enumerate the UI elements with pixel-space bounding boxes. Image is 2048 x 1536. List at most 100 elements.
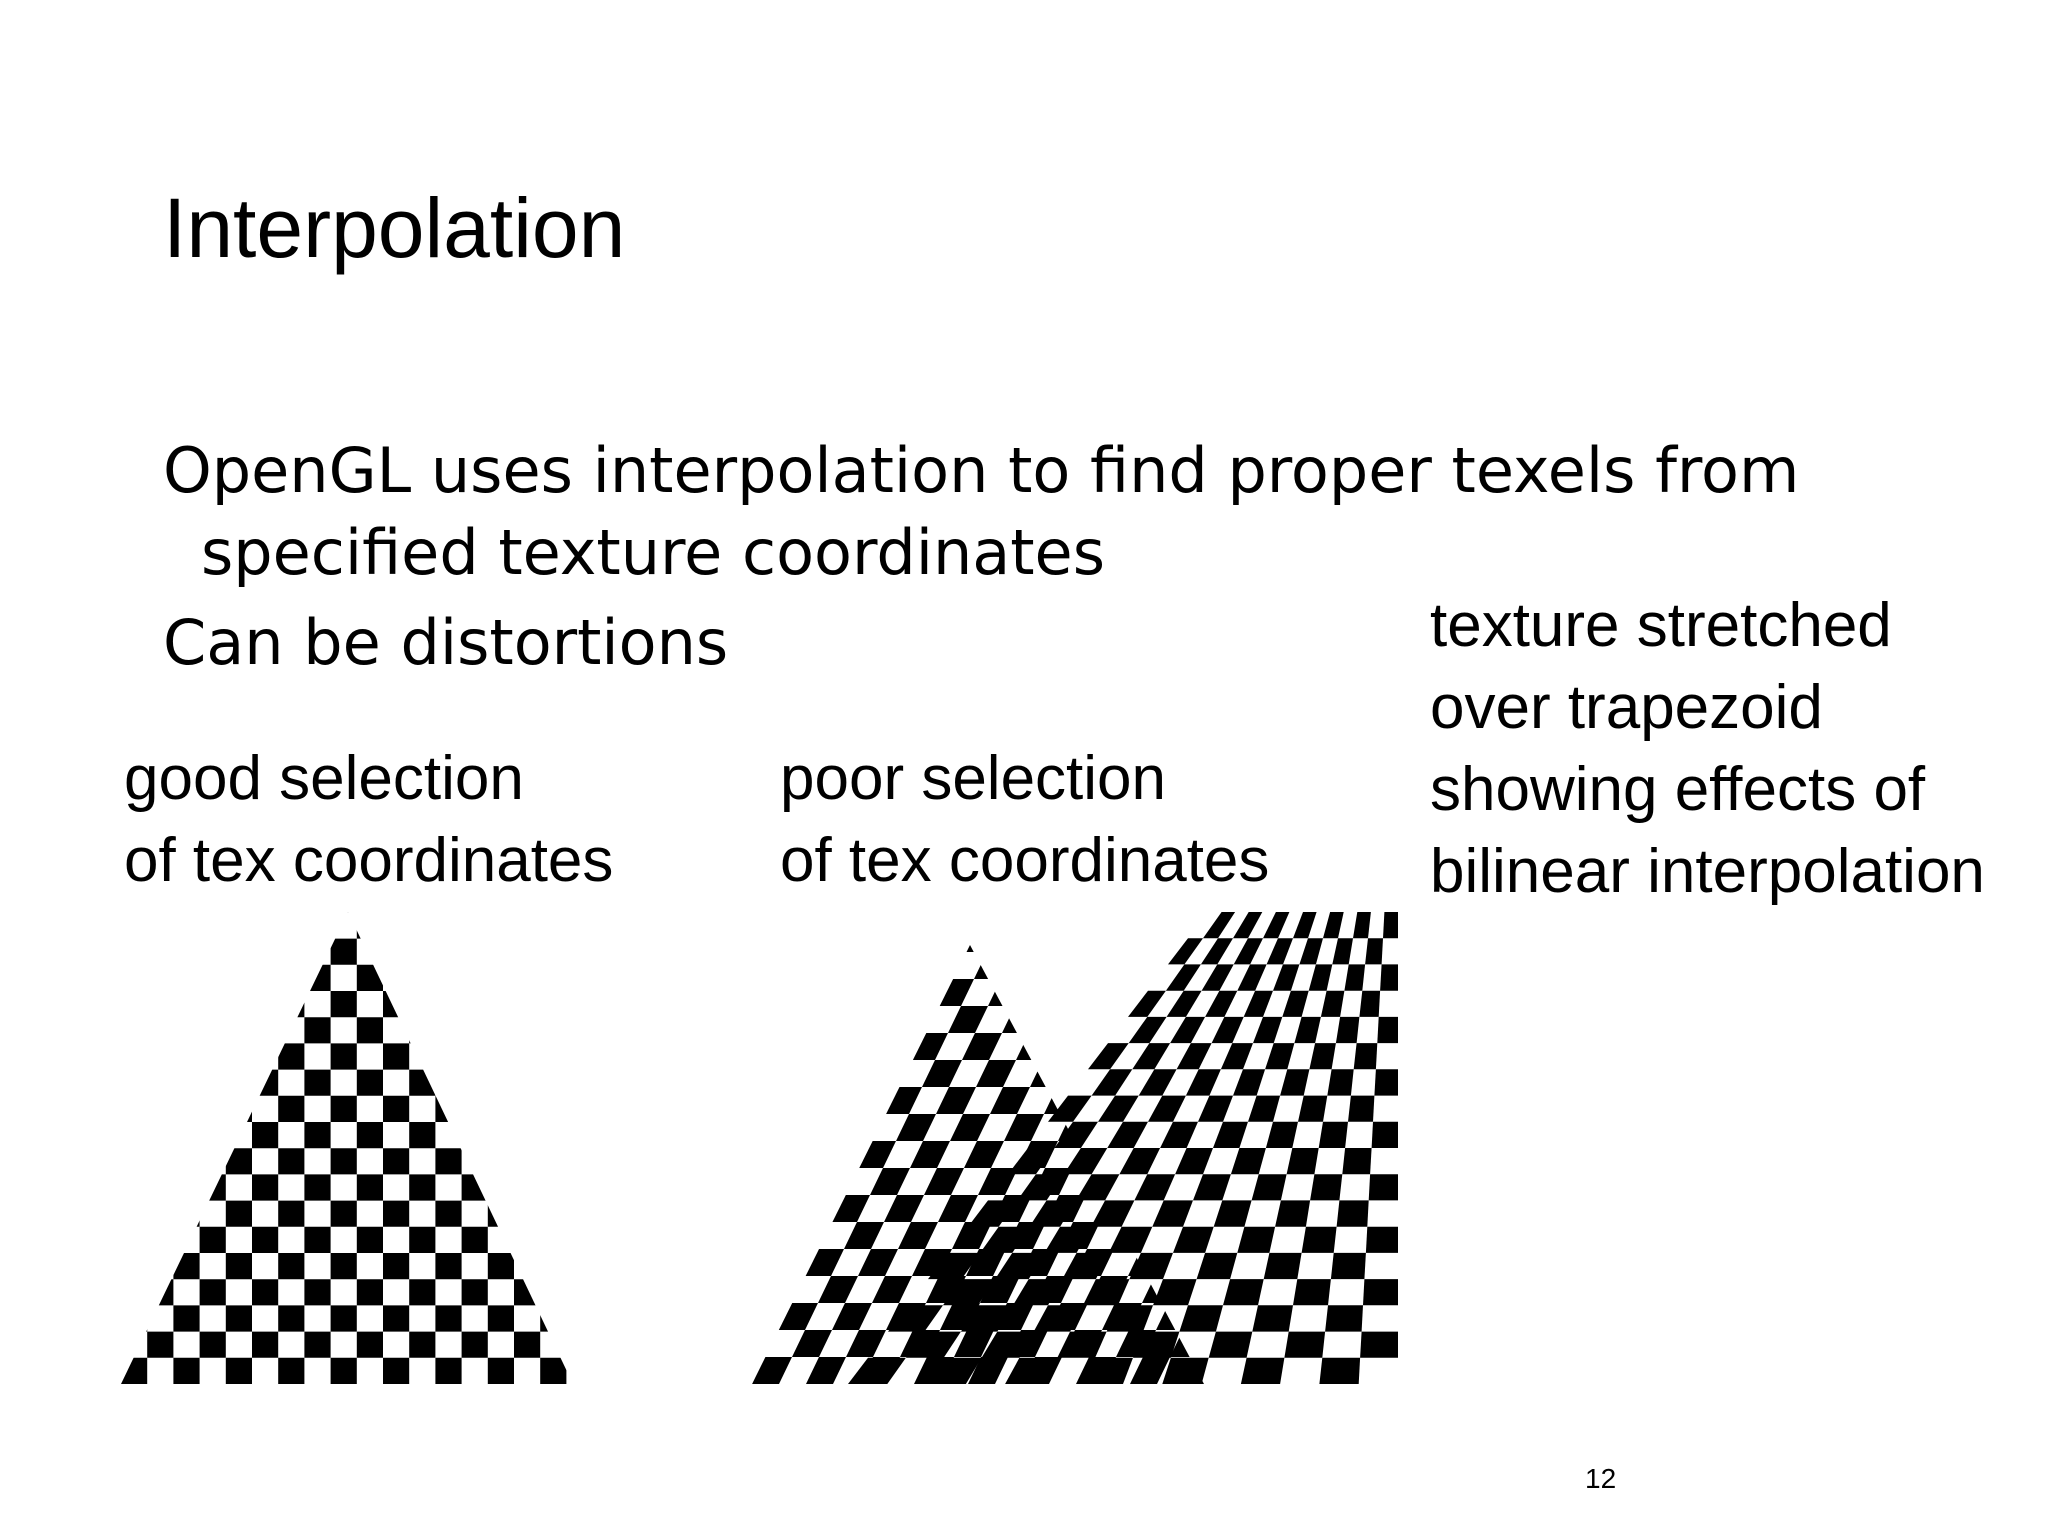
checker-cell xyxy=(1062,1252,1109,1280)
checker-cell xyxy=(1318,1121,1348,1148)
checker-cell xyxy=(1353,1043,1378,1070)
checker-cell xyxy=(1060,1222,1100,1249)
checker-cell xyxy=(356,1069,383,1096)
checker-cell xyxy=(278,1148,305,1175)
checker-cell xyxy=(1133,1331,1180,1358)
checker-cell xyxy=(1342,1141,1382,1168)
checker-cell xyxy=(1312,979,1352,1006)
checker-cell xyxy=(1371,1121,1398,1148)
checker-cell xyxy=(1138,1069,1177,1096)
checker-cell xyxy=(988,979,1028,1006)
caption-line: bilinear interpolation xyxy=(1430,837,1985,906)
checker-cell xyxy=(1260,1087,1300,1114)
checker-cell xyxy=(1005,1357,1058,1384)
checker-cell xyxy=(540,1043,567,1070)
checker-cell xyxy=(1162,898,1202,925)
checker-cell xyxy=(121,1357,148,1384)
checker-cell xyxy=(1330,1222,1370,1249)
checker-cell xyxy=(1233,912,1263,939)
checker-cell xyxy=(1020,1249,1060,1276)
checker-cell xyxy=(540,1305,567,1332)
checker-cell xyxy=(1236,1249,1276,1276)
checker-cell xyxy=(1233,938,1263,965)
checker-cell xyxy=(435,1095,462,1122)
checker-cell xyxy=(121,1043,148,1070)
checker-cell xyxy=(1460,952,1500,979)
checker-cell xyxy=(1294,1016,1321,1044)
bullet-item: Can be distortions xyxy=(163,606,729,679)
checker-cell xyxy=(1326,1006,1366,1033)
checker-cell xyxy=(1233,1069,1266,1096)
checker-cell xyxy=(1378,898,1418,925)
checker-cell xyxy=(1328,1114,1368,1141)
checker-cell xyxy=(383,938,410,965)
checker-cell xyxy=(954,1330,994,1357)
checker-cell xyxy=(173,1148,200,1175)
checker-cell xyxy=(1000,898,1040,925)
checker-cell xyxy=(435,1200,462,1227)
checker-cell xyxy=(1325,1305,1363,1332)
checker-cell xyxy=(1230,925,1270,952)
checker-cell xyxy=(872,1276,912,1303)
checker-cell xyxy=(924,1168,964,1195)
checker-cell xyxy=(1057,1331,1107,1358)
checker-cell xyxy=(1252,1305,1293,1332)
checker-cell xyxy=(330,1148,357,1175)
checker-cell xyxy=(1319,1357,1361,1384)
checker-cell xyxy=(435,1253,462,1280)
checker-cell xyxy=(914,1357,954,1384)
checker-cell xyxy=(1246,1060,1286,1087)
caption-line: good selection xyxy=(124,744,524,813)
caption-line: showing effects of xyxy=(1430,755,1926,824)
checker-cell xyxy=(383,1253,410,1280)
checker-cell xyxy=(1132,1043,1171,1070)
checker-cell xyxy=(514,912,541,939)
checker-cell xyxy=(778,1303,818,1330)
checker-cell xyxy=(278,1200,305,1227)
checker-cell xyxy=(1298,1095,1328,1122)
checker-cell xyxy=(514,1331,541,1358)
checker-cell xyxy=(461,1069,488,1096)
checker-cell xyxy=(1170,1016,1206,1044)
checker-cell xyxy=(487,991,514,1018)
checker-cell xyxy=(330,1357,357,1384)
checker-cell xyxy=(1368,1087,1408,1114)
checker-cell xyxy=(1309,1043,1336,1070)
checker-cell xyxy=(1168,938,1203,965)
checker-cell xyxy=(278,1357,305,1384)
checker-cell xyxy=(409,1017,436,1044)
checker-cell xyxy=(1248,1168,1288,1195)
checker-cell xyxy=(1128,990,1166,1017)
checker-cell xyxy=(943,1279,996,1306)
checker-cell xyxy=(1327,1069,1354,1096)
checker-cell xyxy=(461,1122,488,1149)
checker-cell xyxy=(1176,1043,1212,1070)
checker-cell xyxy=(1275,1200,1311,1227)
checker-cell xyxy=(1340,1033,1380,1060)
checker-cell xyxy=(1033,1305,1083,1332)
checker-cell xyxy=(304,1279,331,1306)
checker-cell xyxy=(1063,1148,1108,1175)
checker-cell xyxy=(487,1357,514,1384)
checker-cell xyxy=(1366,979,1406,1006)
checker-cell xyxy=(1301,1226,1337,1253)
checker-cell xyxy=(1128,1016,1167,1044)
checker-cell xyxy=(304,1174,331,1201)
checker-cell xyxy=(566,964,573,991)
checker-cell xyxy=(1284,1331,1326,1358)
checker-cell xyxy=(1203,912,1236,939)
checker-cell xyxy=(1406,952,1446,979)
checker-cell xyxy=(199,1331,226,1358)
checker-cell xyxy=(1090,1200,1135,1227)
checker-cell xyxy=(514,1174,541,1201)
checker-cell xyxy=(1072,1141,1112,1168)
checker-cell xyxy=(1382,1114,1422,1141)
checker-cell xyxy=(1237,1226,1276,1253)
checker-cell xyxy=(1076,1357,1116,1384)
checker-cell xyxy=(1119,1148,1161,1175)
checker-cell xyxy=(1116,1330,1156,1357)
caption-line: of tex coordinates xyxy=(124,826,614,895)
checker-cell xyxy=(898,1222,938,1249)
checker-cell xyxy=(1220,1114,1260,1141)
checker-cell xyxy=(1160,1121,1198,1148)
